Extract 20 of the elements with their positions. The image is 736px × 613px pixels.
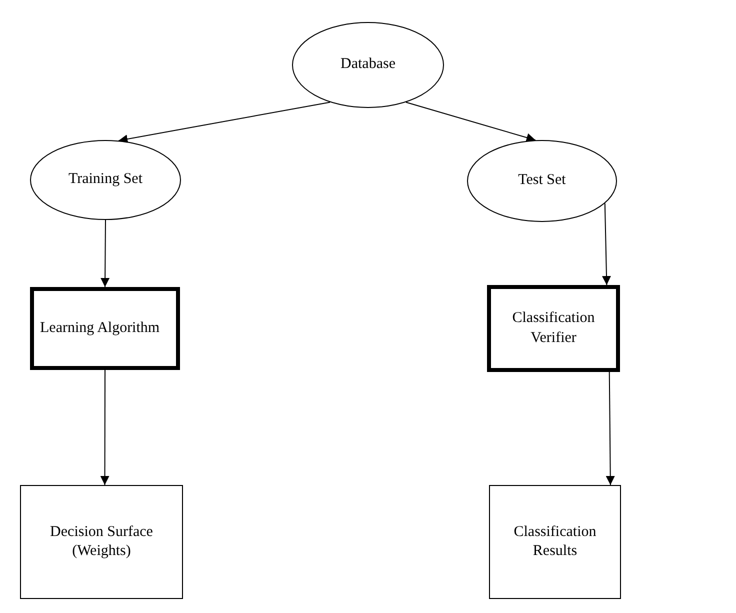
node-label: Classification Verifier bbox=[511, 309, 596, 348]
ellipse-node bbox=[467, 140, 617, 222]
arrow bbox=[406, 102, 536, 142]
node-label: Database bbox=[340, 55, 396, 74]
node-label: Learning Algorithm bbox=[40, 318, 160, 338]
node-label: Training Set bbox=[68, 170, 143, 190]
process-box bbox=[487, 285, 620, 372]
arrow bbox=[118, 102, 330, 144]
ellipse-node bbox=[292, 22, 444, 108]
output-box bbox=[20, 485, 183, 599]
node-label: Test Set bbox=[518, 171, 566, 190]
node-label: Classification Results bbox=[512, 522, 598, 561]
ellipse-node bbox=[30, 140, 181, 220]
arrow bbox=[602, 202, 611, 286]
arrow bbox=[100, 220, 110, 288]
arrow bbox=[100, 370, 110, 486]
node-label: Decision Surface (Weights) bbox=[49, 522, 154, 561]
arrow bbox=[606, 372, 615, 486]
process-box bbox=[30, 287, 180, 370]
output-box bbox=[489, 485, 621, 599]
